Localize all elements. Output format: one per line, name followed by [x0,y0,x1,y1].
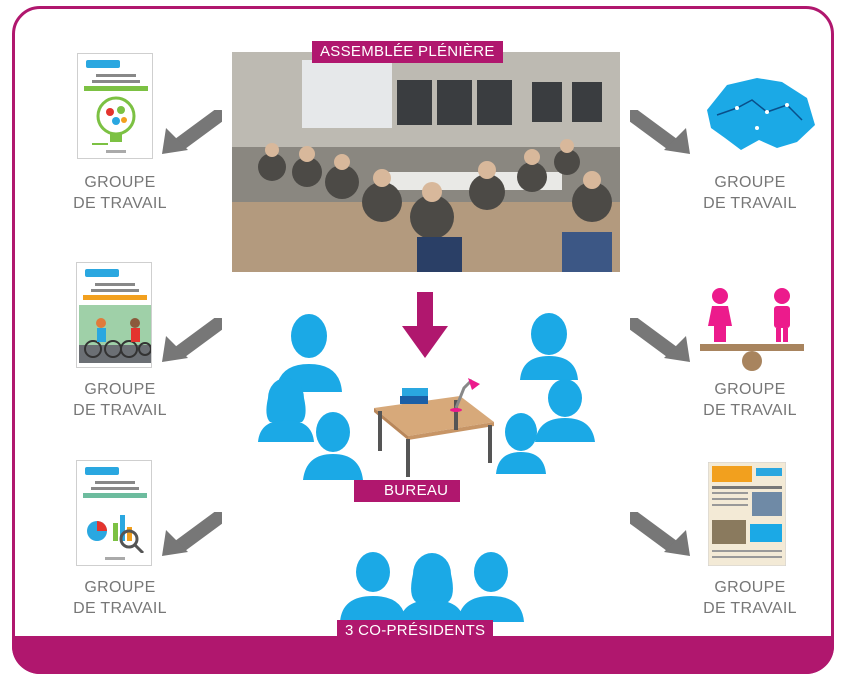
territory-map [707,78,815,150]
person-icon [520,313,578,380]
assembly-label: ASSEMBLÉE PLÉNIÈRE [312,41,503,63]
newsletter-cover [708,462,786,566]
arrow-left-bottom [162,512,222,556]
cyclists-icon [79,305,151,363]
assembly-photo [232,52,620,272]
left-top-cover [77,53,153,159]
bureau-label: BUREAU [354,480,461,502]
down-arrow-icon [402,292,448,358]
copresidents-label: 3 CO-PRÉSIDENTS [337,620,494,642]
person-icon [303,412,363,480]
lightbulb-icon [92,96,136,145]
footer-bar [12,636,834,674]
person-icon [258,378,314,442]
arrow-right-bottom [630,512,690,556]
copresident-icon [458,552,524,622]
desk-icon [374,378,494,477]
arrow-left-top [162,110,222,154]
charts-icon [87,515,145,553]
person-icon [496,413,546,474]
left-mid-cover [76,262,152,368]
equality-seesaw-icon [700,288,804,371]
person-icon [535,379,595,442]
arrow-right-mid [630,318,690,362]
left-bottom-cover [76,460,152,566]
arrow-right-top [630,110,690,154]
copresident-icon [400,553,464,622]
arrow-left-mid [162,318,222,362]
copresident-icon [340,552,406,622]
